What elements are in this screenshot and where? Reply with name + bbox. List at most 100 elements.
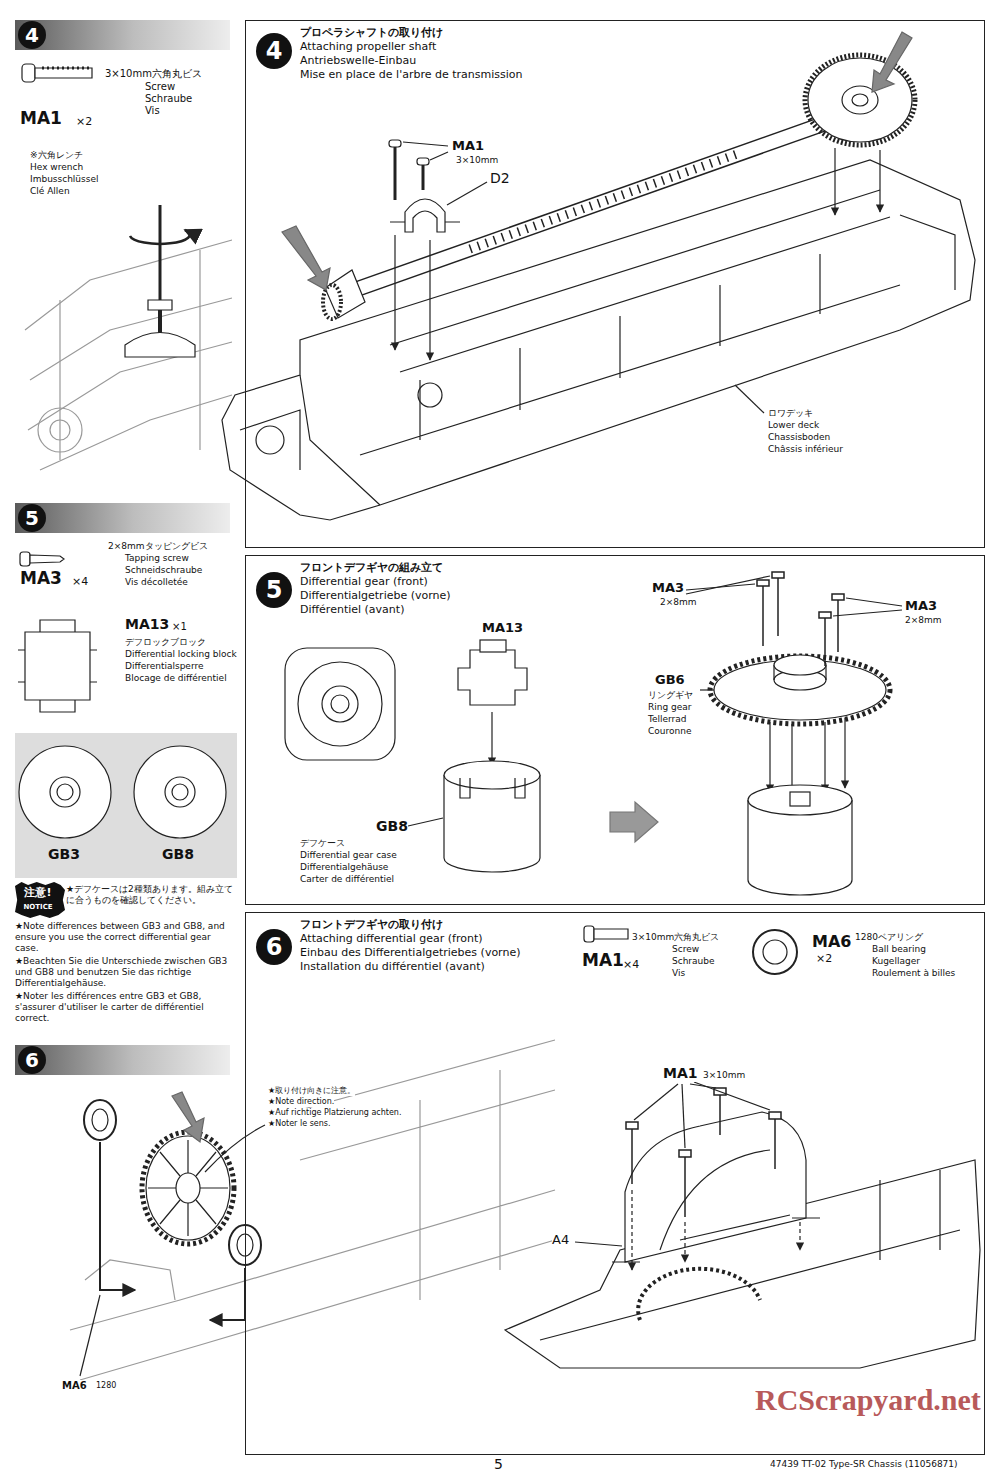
illustration-polygon <box>610 802 658 842</box>
illustration-path <box>130 230 190 244</box>
illustration-polygon <box>282 226 330 290</box>
step-number: 4 <box>18 21 46 49</box>
illustration-rect <box>480 640 506 652</box>
step-bar: 4 <box>15 20 230 50</box>
part-caption: ×4 <box>623 958 639 971</box>
notice-text: 注意! <box>15 887 61 900</box>
illustration-line <box>769 722 770 792</box>
illustration-circle <box>50 777 80 807</box>
illustration-ellipse <box>176 1173 200 1203</box>
illustration-ellipse <box>763 940 787 964</box>
part-caption: Vis <box>145 105 160 117</box>
illustration-circle <box>38 408 82 452</box>
illustration-g <box>15 32 980 1380</box>
illustration-ellipse <box>808 58 912 142</box>
illustration-path <box>458 650 527 705</box>
illustration-path <box>125 333 195 358</box>
part-caption: ★デフケースは2種類あります。組み立てに合うものを確認してください。 <box>66 884 236 906</box>
part-caption: 3×10mm六角丸ビス <box>632 932 719 943</box>
illustration-path <box>35 68 92 78</box>
part-caption: Clé Allen <box>30 186 70 197</box>
part-caption: 2×8mm <box>660 597 697 608</box>
illustration-line <box>631 1190 632 1270</box>
step-number: 6 <box>256 929 292 965</box>
part-code: MA13 <box>482 620 523 636</box>
step-number: 4 <box>256 33 292 69</box>
part-caption: ×2 <box>76 115 92 128</box>
illustration-circle <box>165 777 195 807</box>
illustration-circle <box>418 383 442 407</box>
illustration-path <box>30 555 64 563</box>
illustration-path <box>240 375 380 505</box>
part-caption: Ball bearing <box>872 944 926 955</box>
illustration-path <box>70 1040 555 1380</box>
part-caption: Schraube <box>145 93 192 105</box>
part-caption: Screw <box>145 81 175 93</box>
step-heading: Installation du différentiel (avant) <box>300 961 485 974</box>
part-caption: 3×10mm六角丸ビス <box>105 68 202 80</box>
illustration-line <box>694 1082 770 1110</box>
illustration-rect <box>22 64 35 82</box>
illustration-line <box>403 142 448 146</box>
step-panel: フロントデフギヤの取り付けAttaching differential gear… <box>245 912 985 1455</box>
part-code: MA6 <box>62 1380 87 1392</box>
step-number: 6 <box>256 929 292 965</box>
illustration-circle <box>322 686 358 722</box>
illustration-circle <box>298 662 382 746</box>
step-number: 5 <box>256 572 292 608</box>
part-caption: Tapping screw <box>125 553 189 564</box>
part-caption: ★Beachten Sie die Unterschiede zwischen … <box>15 956 237 988</box>
part-caption: Tellerrad <box>648 714 687 725</box>
part-caption: ロワデッキ <box>768 408 813 419</box>
illustration-path <box>900 215 955 290</box>
illustration-line <box>394 235 395 350</box>
part-caption: Chassisboden <box>768 432 830 443</box>
illustration-path <box>148 300 172 310</box>
illustration-ellipse <box>146 1136 230 1240</box>
illustration-path <box>25 240 232 470</box>
illustration-line <box>844 718 845 788</box>
illustration-path <box>625 1112 806 1262</box>
part-caption: Schneidschraube <box>125 565 202 576</box>
illustration-line <box>833 610 902 616</box>
illustration-rect <box>15 733 237 878</box>
illustration-rect <box>285 648 395 760</box>
illustration-circle <box>19 746 111 838</box>
illustration-line <box>470 153 740 249</box>
part-caption: Lower deck <box>768 420 819 431</box>
step-heading: Differentialgetriebe (vorne) <box>300 590 451 603</box>
part-caption: ×1 <box>172 621 187 633</box>
step-heading: Attaching propeller shaft <box>300 41 436 54</box>
illustration-polygon <box>172 1092 204 1142</box>
part-code: MA6 <box>812 932 851 951</box>
step-heading: プロペラシャフトの取り付け <box>300 27 443 40</box>
illustration-ellipse <box>774 655 826 675</box>
illustration-rect <box>584 926 594 942</box>
part-caption: ★Note direction. <box>268 1097 334 1107</box>
illustration-line <box>429 240 430 360</box>
illustration-circle <box>256 426 284 454</box>
illustration-line <box>80 1295 100 1376</box>
part-caption: Differentialgehäuse <box>300 862 388 873</box>
illustration-line <box>447 182 487 205</box>
part-caption: Ring gear <box>648 702 692 713</box>
part-caption: デフロックブロック <box>125 637 206 648</box>
step-heading: フロントデフギヤの取り付け <box>300 919 443 932</box>
part-caption: Châssis inférieur <box>768 444 843 455</box>
illustration-circle <box>134 746 226 838</box>
illustration-circle <box>57 784 73 800</box>
part-code: MA1 <box>452 138 484 154</box>
illustration-path <box>210 1268 245 1320</box>
illustration-ellipse <box>710 656 890 724</box>
part-code: MA1 <box>20 108 62 128</box>
part-caption: ★取り付け向きに注意。 <box>268 1086 355 1096</box>
part-caption: Schraube <box>672 956 715 967</box>
step-bar: 5 <box>15 503 230 533</box>
part-caption: Differential gear case <box>300 850 397 861</box>
page-footer: 47439 TT-02 Type-SR Chassis (11056871) <box>770 1459 958 1470</box>
part-caption: Couronne <box>648 726 691 737</box>
step-number: 5 <box>18 504 46 532</box>
part-caption: Hex wrench <box>30 162 83 173</box>
part-caption: ★Note differences between GB3 and GB8, a… <box>15 921 237 953</box>
